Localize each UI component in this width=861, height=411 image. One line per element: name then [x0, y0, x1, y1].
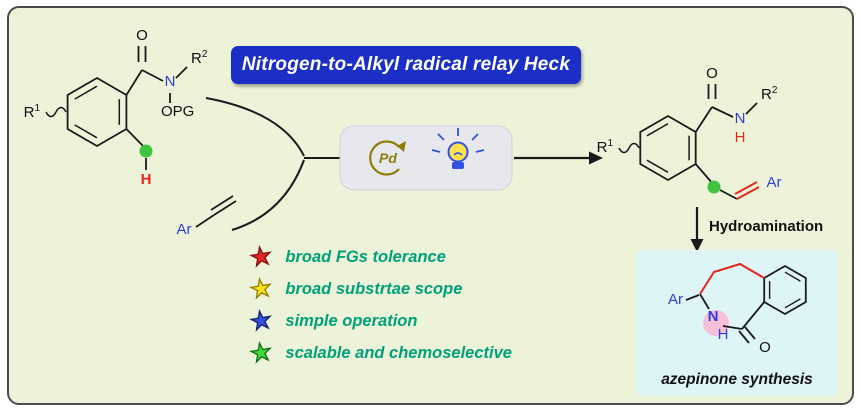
pd-catalyst-icon	[369, 140, 406, 176]
carbonyl-double-bond	[707, 84, 717, 99]
c-n-bond	[141, 69, 164, 82]
down-arrowhead	[690, 239, 704, 252]
amide-n-label: N	[735, 110, 746, 127]
star-icon: ★	[247, 304, 275, 337]
allylic-bond	[719, 189, 738, 200]
carbonyl-ring-bond	[741, 301, 765, 330]
amide-h-label: H	[735, 129, 746, 146]
n-r2-bond	[175, 66, 188, 79]
c-n-bond	[711, 106, 734, 118]
radical-carbon-highlight	[707, 180, 721, 194]
benzylic-bond	[695, 163, 714, 185]
carbonyl-double-bond	[738, 326, 756, 344]
bulb-glass	[447, 141, 469, 163]
aromatic-inner-bonds	[646, 123, 690, 173]
opg-label: OPG	[161, 103, 194, 120]
azepinone-panel: N H O Ar azepinone synthesis	[636, 250, 838, 396]
title-banner: Nitrogen-to-Alkyl radical relay Heck	[231, 46, 581, 84]
benzene-ring	[66, 76, 128, 148]
reactant-structure	[45, 46, 188, 170]
amide-n-label: N	[165, 73, 176, 90]
feature-row: ★ scalable and chemoselective	[247, 336, 512, 369]
circular-arrowhead	[397, 141, 406, 152]
wavy-bond-r1	[45, 106, 67, 118]
wavy-bond-r1	[618, 142, 640, 154]
hydroamination-step: Hydroamination	[690, 207, 823, 252]
product-labels: R1 O N H R2 Ar	[597, 65, 782, 191]
c-n-bond	[699, 293, 710, 310]
feature-text: scalable and chemoselective	[285, 343, 512, 362]
carbonyl-bond	[125, 69, 143, 96]
lightbulb-icon	[431, 128, 485, 169]
feature-text: broad FGs tolerance	[285, 247, 446, 266]
azepinone-caption: azepinone synthesis	[661, 371, 813, 388]
feature-row: ★ simple operation	[247, 304, 512, 337]
feature-text: broad substrtae scope	[285, 279, 463, 298]
features-list: ★ broad FGs tolerance ★ broad substrtae …	[247, 240, 512, 369]
upper-converging-curve	[205, 97, 305, 157]
star-icon: ★	[247, 336, 275, 369]
product-structure	[618, 84, 760, 200]
radical-carbon-highlight	[139, 144, 153, 158]
product-ar-label: Ar	[767, 174, 782, 191]
star-icon: ★	[247, 272, 275, 305]
arrowhead-right	[589, 151, 603, 165]
feature-row: ★ broad FGs tolerance	[247, 240, 512, 273]
r1-label: R1	[24, 103, 41, 121]
benzylic-bond	[125, 128, 146, 149]
reaction-arrows	[205, 97, 603, 231]
ar-bond	[685, 294, 700, 301]
azepinone-box	[636, 250, 838, 396]
azepinone-ar-label: Ar	[668, 291, 683, 308]
aromatic-inner-bonds	[74, 85, 121, 139]
pd-label: Pd	[379, 150, 397, 166]
carbonyl-bond	[694, 106, 713, 133]
styrene-structure	[195, 195, 237, 228]
carbonyl-o-label: O	[136, 27, 148, 44]
azepinone-structure	[685, 262, 807, 344]
nh-pink-highlight	[703, 310, 729, 336]
r2-label: R2	[761, 85, 778, 103]
banner-title: Nitrogen-to-Alkyl radical relay Heck	[241, 54, 571, 75]
aromatic-inner-bonds	[768, 271, 801, 309]
lower-converging-curve	[231, 159, 305, 231]
lactam-o-label: O	[759, 339, 771, 356]
ar-vinyl-bond	[195, 214, 215, 228]
lactam-n-label: N	[708, 308, 719, 325]
carbonyl-double-bond	[137, 46, 147, 62]
hydroamination-label: Hydroamination	[709, 218, 823, 235]
conditions-box: Pd	[339, 125, 513, 191]
vinyl-double-bond	[210, 195, 237, 216]
ring-bonds-red	[699, 262, 765, 295]
circular-arrow	[369, 140, 400, 176]
n-carbonyl-bond	[722, 325, 743, 330]
benzene-ring	[639, 114, 697, 182]
bulb-rays	[431, 128, 485, 153]
star-icon: ★	[247, 240, 275, 273]
n-r2-bond	[745, 102, 758, 115]
r1-label: R1	[597, 138, 614, 156]
abstracted-h-label: H	[141, 171, 152, 188]
feature-row: ★ broad substrtae scope	[247, 272, 512, 305]
bulb-base	[452, 162, 464, 169]
styrene-ar-label: Ar	[177, 221, 192, 238]
lactam-h-label: H	[718, 326, 729, 343]
bulb-filament	[453, 152, 463, 156]
r2-label: R2	[191, 49, 208, 67]
alkene-double-bond-red	[734, 181, 760, 200]
feature-text: simple operation	[285, 311, 418, 330]
reactant-labels: R1 O N R2 OPG H	[24, 27, 208, 188]
carbonyl-o-label: O	[706, 65, 718, 82]
conditions-panel	[339, 125, 513, 191]
